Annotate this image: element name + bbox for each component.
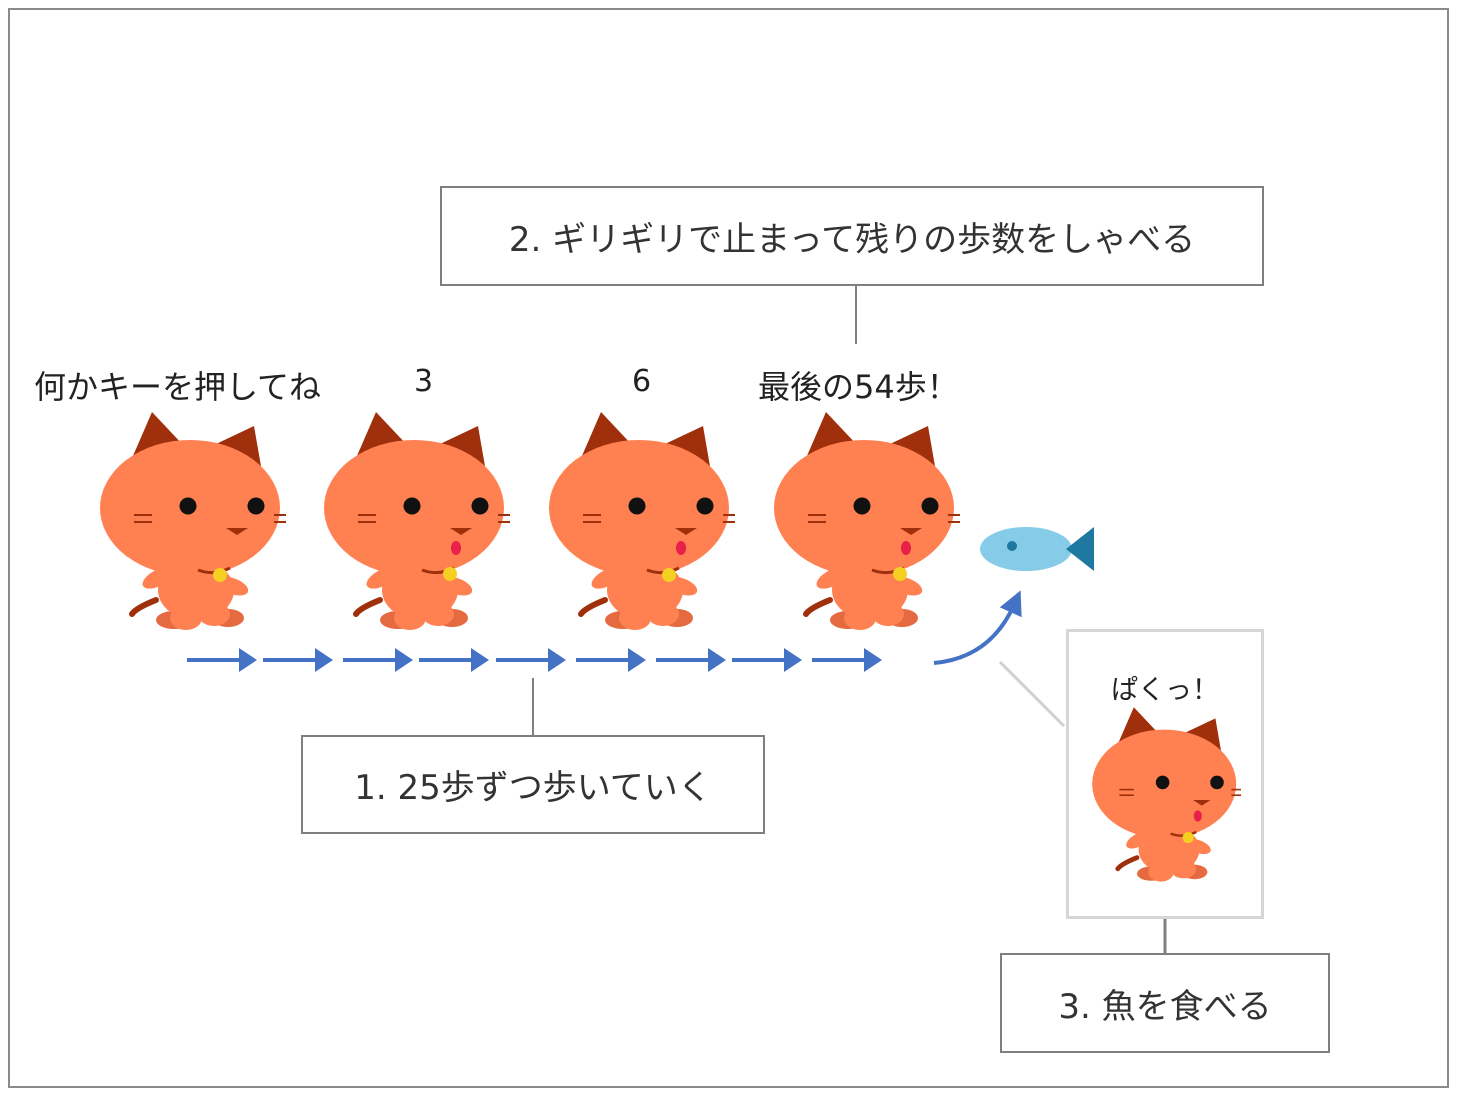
- cat-figure: [1092, 707, 1241, 882]
- step2-callout: 2. ギリギリで止まって残りの歩数をしゃべる: [440, 186, 1264, 286]
- cat-icon: [1092, 707, 1241, 882]
- diagram-frame: [8, 8, 1449, 1088]
- step2-label: 2. ギリギリで止まって残りの歩数をしゃべる: [508, 219, 1196, 260]
- inset-speech: ぱくっ！: [1111, 675, 1219, 706]
- arrow-right-icon: [419, 648, 489, 672]
- cat2-speech: 3: [414, 364, 434, 399]
- arrow-right-icon: [263, 648, 333, 672]
- arrow-right-icon: [187, 648, 257, 672]
- step1-callout: 1. 25歩ずつ歩いていく: [301, 735, 765, 834]
- cat-figure: [324, 412, 510, 630]
- cat-icon: [324, 412, 510, 630]
- step3-callout: 3. 魚を食べる: [1000, 953, 1330, 1053]
- cat-icon: [100, 412, 286, 630]
- inset-panel: ぱくっ！: [1066, 629, 1264, 919]
- arrow-right-icon: [812, 648, 882, 672]
- curved-arrow-icon: [933, 590, 1022, 665]
- step2-connector: [855, 286, 857, 344]
- inset-connector: [998, 660, 1066, 728]
- fish-icon: [980, 527, 1094, 571]
- arrow-right-icon: [343, 648, 413, 672]
- step3-label: 3. 魚を食べる: [1058, 986, 1272, 1027]
- arrow-row: [187, 648, 882, 672]
- arrow-right-icon: [496, 648, 566, 672]
- arrow-right-icon: [656, 648, 726, 672]
- arrow-right-icon: [732, 648, 802, 672]
- cat-icon: [774, 412, 960, 630]
- cat-figure: [549, 412, 735, 630]
- cat3-speech: 6: [632, 364, 652, 399]
- cat-figure: [100, 412, 286, 630]
- cat4-speech: 最後の54歩！: [758, 368, 959, 406]
- arrow-right-icon: [576, 648, 646, 672]
- step1-label: 1. 25歩ずつ歩いていく: [354, 768, 712, 808]
- cat1-speech: 何かキーを押してね: [34, 368, 322, 406]
- cat-figure: [774, 412, 960, 630]
- cat-icon: [549, 412, 735, 630]
